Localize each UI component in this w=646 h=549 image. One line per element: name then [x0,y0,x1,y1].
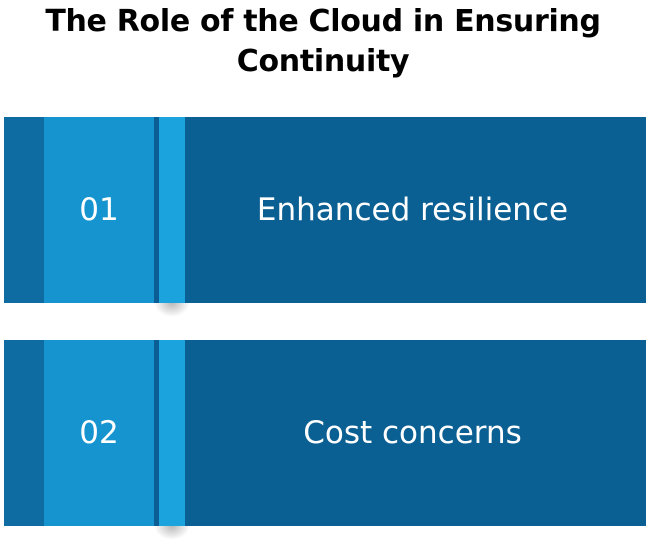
main-band [185,117,646,303]
outer-band [4,117,44,303]
list-item: 02 Cost concerns [4,340,646,540]
list-item: 01 Enhanced resilience [4,117,646,317]
item-label: Cost concerns [303,415,522,451]
page-title: The Role of the Cloud in Ensuring Contin… [45,4,601,79]
outer-band [4,340,44,526]
number-band [44,340,154,526]
item-label: Enhanced resilience [256,192,569,228]
number-band [44,117,154,303]
accent-strip [159,340,185,526]
fold-shadow [154,526,190,540]
fold-shadow [154,303,190,317]
band-divider [154,117,159,303]
item-number: 01 [79,192,119,228]
main-band [185,340,646,526]
item-number: 02 [79,415,119,451]
accent-strip [159,117,185,303]
band-divider [154,340,159,526]
